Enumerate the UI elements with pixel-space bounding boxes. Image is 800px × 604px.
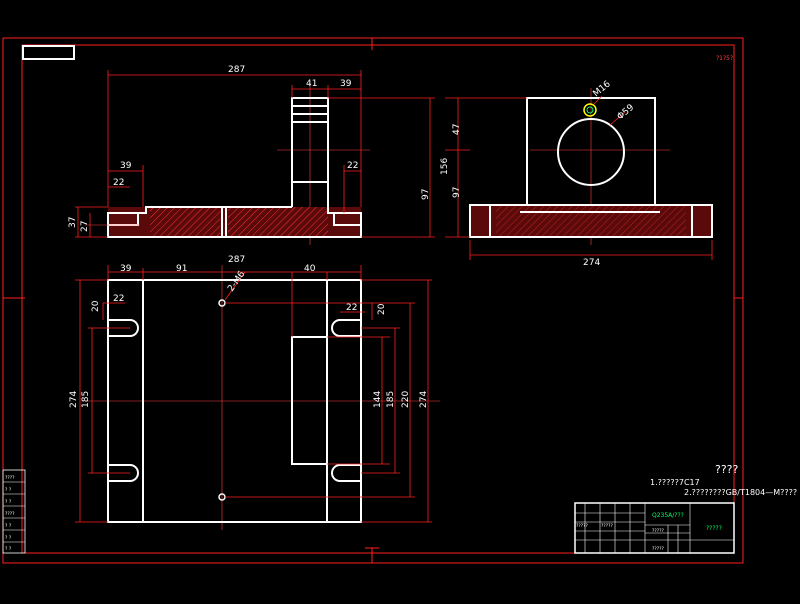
sheet-frame [2, 37, 744, 564]
plan-view: 287 39 91 40 2-M6 20 22 22 20 274 185 14… [69, 255, 440, 530]
dim-plan-22-left: 22 [113, 294, 124, 304]
dim-side-156: 156 [440, 158, 450, 175]
notes-line-1: 1.?????7C17 [650, 478, 700, 487]
dim-side-97: 97 [452, 187, 462, 198]
dim-front-39-left: 39 [120, 161, 132, 171]
dim-plan-287: 287 [228, 255, 245, 265]
dim-front-37: 37 [68, 217, 78, 228]
dim-front-27: 27 [80, 221, 90, 232]
dim-front-287: 287 [228, 65, 245, 75]
dim-plan-40: 40 [304, 264, 316, 274]
notes-line-2: 2.????????GB/T1804—M???? [684, 488, 797, 497]
dim-front-22-left: 22 [113, 178, 124, 188]
front-base [85, 206, 362, 238]
left-table-row-6: ? ? [5, 535, 12, 541]
dim-front-22-right: 22 [347, 161, 358, 171]
dim-plan-22-right: 22 [346, 303, 357, 313]
drawing-number-box [22, 45, 75, 60]
title-material: Q235A/??? [652, 512, 684, 519]
title-block: Q235A/??? ????? ????? ????? ????? ????? [574, 502, 735, 554]
left-table-row-7: ? ? [5, 546, 12, 552]
left-table-row-5: ? ? [5, 523, 12, 529]
dim-side-274: 274 [583, 258, 600, 268]
left-table-row-1: ???? [5, 475, 15, 481]
dim-plan-274-right: 274 [419, 391, 429, 408]
dim-plan-274-left: 274 [69, 391, 79, 408]
dim-side-47: 47 [452, 124, 462, 135]
side-view: M16 Φ59 156 47 97 274 [440, 79, 713, 268]
title-row-4: ????? [652, 546, 665, 552]
dim-plan-20-right: 20 [377, 303, 387, 315]
left-table-row-3: ? ? [5, 499, 12, 505]
technical-notes: ???? 1.?????7C17 2.????????GB/T1804—M???… [650, 463, 797, 497]
dim-plan-185-right: 185 [386, 391, 396, 408]
dim-plan-20-left: 20 [91, 300, 101, 312]
left-table-row-2: ? ? [5, 487, 12, 493]
title-row-3: ????? [652, 528, 665, 534]
title-row-2: ????? [601, 523, 614, 529]
left-side-table: ???? ? ? ? ? ???? ? ? ? ? ? ? [2, 469, 26, 554]
corner-mark: ?1?5? [716, 55, 733, 62]
dim-plan-39: 39 [120, 264, 132, 274]
title-part-name: ????? [706, 525, 722, 532]
dim-plan-91: 91 [176, 264, 187, 274]
notes-heading: ???? [715, 463, 739, 476]
dim-plan-185-left: 185 [81, 391, 91, 408]
dim-side-bore: Φ59 [616, 103, 637, 123]
dim-plan-220: 220 [401, 391, 411, 408]
dim-front-39-top: 39 [340, 79, 352, 89]
dim-plan-144: 144 [373, 391, 383, 408]
title-row-1: ????? [576, 523, 589, 529]
left-table-row-4: ???? [5, 511, 15, 517]
dim-front-41: 41 [306, 79, 317, 89]
front-view: 287 41 39 39 22 22 97 37 27 [68, 65, 435, 245]
dim-front-97: 97 [421, 189, 431, 200]
